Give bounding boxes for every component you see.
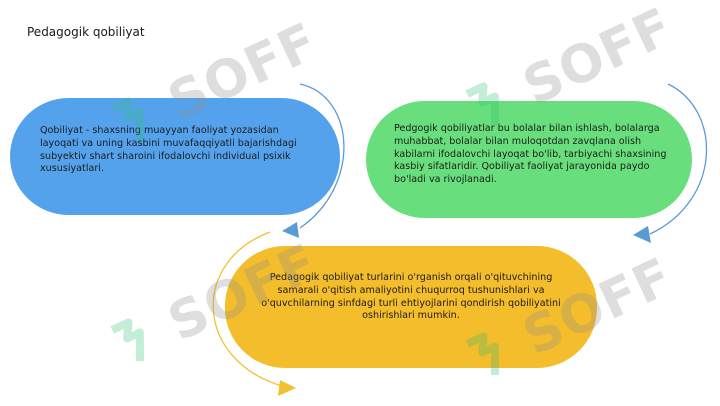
soff-logo-icon [465,332,499,376]
watermark-4: SOFF [455,241,684,404]
definition-text-blue: Qobiliyat - shaxsning muayyan faoliyat y… [40,125,297,175]
arrowhead-yellow-return [278,380,296,396]
definition-text-green: Pedgogik qobiliyatlar bu bolalar bilan i… [394,123,667,186]
curved-arrow-green-to-yellow [649,83,708,235]
watermark-2: SOFF [455,0,684,155]
watermark-3: SOFF [100,227,329,390]
definition-text-yellow: Pedagogik qobiliyat turlarini o'rganish … [261,272,561,322]
arrowhead-green-to-yellow [633,226,651,243]
soff-logo-icon [110,318,144,362]
curved-arrow-blue-to-green [299,83,345,229]
soff-logo-icon [465,82,499,126]
slide-title: Pedagogik qobiliyat [27,25,145,39]
watermark-1: SOFF [100,6,329,169]
arrowhead-blue-to-green [282,222,299,238]
definition-box-blue: Qobiliyat - shaxsning muayyan faoliyat y… [10,98,340,215]
soff-logo-icon [110,97,144,141]
definition-box-yellow: Pedagogik qobiliyat turlarini o'rganish … [225,246,597,368]
definition-box-green: Pedgogik qobiliyatlar bu bolalar bilan i… [366,101,692,218]
curved-arrow-yellow-return [212,231,283,387]
